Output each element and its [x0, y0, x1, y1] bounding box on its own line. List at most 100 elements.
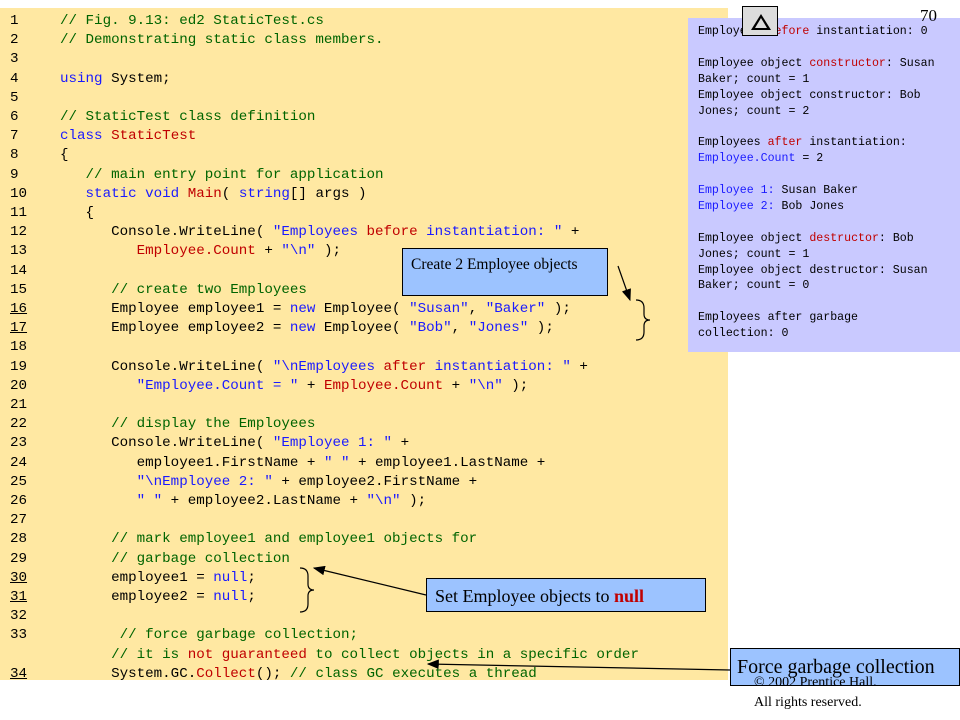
output-token: : Bob: [878, 231, 914, 245]
code-token: // it is: [60, 646, 188, 663]
code-text: // main entry point for application: [60, 166, 384, 185]
output-token: instantiation: 0: [809, 25, 928, 38]
line-number: 11: [10, 205, 28, 221]
code-token: );: [315, 243, 341, 260]
code-token: Employee.Count: [136, 243, 256, 260]
code-token: );: [528, 320, 554, 337]
line-number: 12: [10, 224, 28, 241]
code-text: class StaticTest: [60, 127, 196, 146]
code-token: new: [289, 320, 316, 337]
code-token: "Bob": [409, 320, 452, 337]
code-text: Console.WriteLine( "\nEmployees after in…: [60, 358, 588, 377]
code-token: null: [213, 569, 248, 586]
code-text: // force garbage collection;: [60, 626, 358, 645]
code-token: null: [213, 589, 248, 605]
code-token: );: [502, 377, 529, 394]
output-token: Baker; count = 1: [698, 72, 810, 86]
code-token: static void: [60, 185, 180, 202]
line-number: 20: [10, 377, 28, 394]
output-line: Employee.Count = 2: [698, 151, 823, 167]
output-token: : Susan: [885, 56, 935, 70]
code-text: // display the Employees: [60, 415, 315, 434]
slide-number: 70: [920, 6, 937, 25]
line-number: 1: [10, 13, 19, 29]
code-text: // StaticTest class definition: [60, 108, 315, 127]
output-token: Jones; count = 1: [698, 247, 810, 261]
line-number: 16: [10, 301, 28, 317]
code-text: " " + employee2.LastName + "\n" );: [60, 492, 427, 511]
output-token: Employees after garbage: [698, 311, 859, 325]
nav-up-button[interactable]: [742, 6, 778, 36]
code-token: Console.WriteLine(: [60, 358, 273, 375]
output-line: Baker; count = 1: [698, 72, 809, 88]
code-token: "\nEmployee 2: ": [136, 473, 273, 490]
code-token: // Fig. 9.13: ed2 StaticTest.cs: [60, 13, 324, 29]
code-token: ();: [255, 665, 290, 680]
code-text: // Fig. 9.13: ed2 StaticTest.cs: [60, 12, 324, 31]
output-line: Jones; count = 2: [698, 104, 809, 120]
code-token: (: [221, 185, 239, 202]
code-token: "\n": [281, 243, 316, 260]
line-number: 32: [10, 608, 28, 625]
code-token: // Demonstrating static class members.: [60, 32, 384, 49]
output-line: collection: 0: [698, 326, 788, 342]
code-text: // create two Employees: [60, 281, 307, 300]
code-token: "Employee.Count = ": [136, 377, 299, 394]
code-token: new: [289, 301, 316, 317]
code-token: " ": [323, 454, 350, 471]
code-token: "\n": [366, 493, 401, 509]
code-token: // create two Employees: [60, 281, 307, 298]
arrow-gc: [426, 659, 731, 671]
line-number: 18: [10, 339, 28, 356]
code-token: +: [298, 377, 324, 394]
code-token: "Employees: [272, 224, 367, 241]
output-token: Susan Baker: [781, 184, 859, 197]
code-text: static void Main( string[] args ): [60, 185, 367, 204]
code-token: + employee2.LastName +: [162, 493, 367, 509]
code-token: ;: [247, 589, 256, 605]
code-token: System.GC.: [60, 665, 197, 680]
code-text: // it is not guaranteed to collect objec…: [60, 646, 639, 665]
code-token: instantiation: ": [426, 358, 571, 375]
code-token: [] args ): [289, 185, 367, 202]
code-token: {: [60, 205, 95, 221]
arrow-create: [617, 265, 631, 302]
output-line: Employee 2: Bob Jones: [698, 199, 844, 215]
code-text: Employee.Count + "\n" );: [60, 242, 341, 261]
output-line: Employee object constructor: Bob: [698, 88, 921, 104]
output-token: after: [767, 136, 803, 150]
code-token: +: [392, 435, 410, 452]
brace-lines-16-17: [635, 299, 651, 341]
code-text: employee1.FirstName + " " + employee1.La…: [60, 454, 546, 473]
code-token: Main: [187, 185, 222, 202]
line-number: 23: [10, 435, 28, 452]
output-line: Employees after garbage: [698, 310, 858, 326]
code-token: // display the Employees: [60, 416, 316, 433]
line-number: 30: [10, 569, 28, 586]
code-token: StaticTest: [111, 128, 197, 145]
callout-force-gc: Force garbage collection: [730, 648, 960, 686]
line-number: 10: [10, 185, 28, 202]
code-token: to collect objects in a specific order: [306, 646, 639, 663]
code-token: employee1 =: [60, 569, 214, 586]
code-text: {: [60, 146, 69, 165]
code-text: "Employee.Count = " + Employee.Count + "…: [60, 377, 529, 396]
code-token: employee1.FirstName +: [60, 454, 324, 471]
code-token: string: [238, 185, 290, 202]
line-number: 34: [10, 665, 28, 680]
line-number: 6: [10, 109, 19, 125]
line-number: 28: [10, 531, 28, 548]
up-triangle-icon: [751, 14, 771, 30]
output-token: Employee 1:: [698, 184, 782, 197]
code-text: Employee employee1 = new Employee( "Susa…: [60, 300, 571, 319]
code-token: not guaranteed: [187, 646, 307, 663]
output-token: destructor: [809, 231, 879, 245]
code-text: employee1 = null;: [60, 569, 256, 588]
output-token: collection: 0: [698, 327, 789, 341]
code-token: );: [400, 493, 427, 509]
line-number: 7: [10, 128, 19, 145]
code-text: using System;: [60, 70, 171, 89]
code-token: +: [562, 224, 580, 241]
